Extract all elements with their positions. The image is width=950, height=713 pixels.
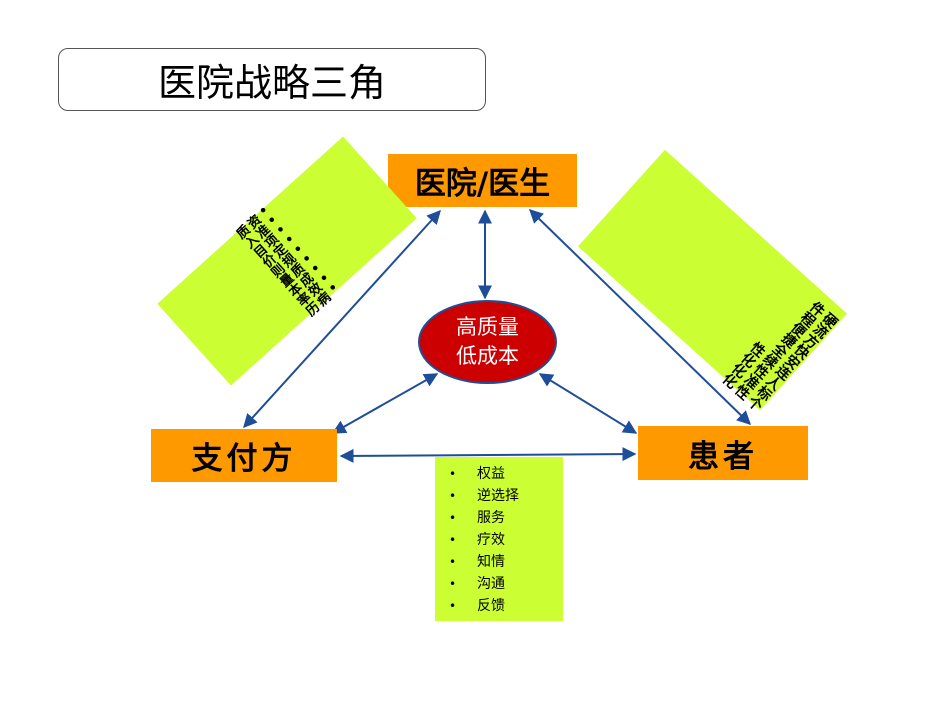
list-item-label: 知情: [477, 554, 505, 570]
list-item: • 疗效: [449, 529, 563, 551]
panel-payer-patient: • 权益 • 逆选择 • 服务 • 疗效 • 知情 • 沟通 • 反馈: [435, 457, 563, 621]
list-item-label: 反馈: [477, 598, 505, 614]
arrow-core-payer: [331, 373, 439, 434]
list-item-label: 沟通: [477, 576, 505, 592]
arrow-payer-patient: [339, 447, 637, 463]
arrow-hospital-patient: [528, 209, 752, 425]
bullet-icon: •: [449, 511, 457, 525]
bullet-icon: •: [449, 533, 457, 547]
list-item: • 反馈: [449, 595, 563, 617]
list-item-label: 逆选择: [477, 488, 519, 504]
core-line-1: 高质量: [456, 315, 519, 339]
list-item: • 逆选择: [449, 485, 563, 507]
node-patient: 患者: [638, 426, 808, 480]
bullet-icon: •: [449, 467, 457, 481]
bullet-icon: •: [449, 555, 457, 569]
list-item-label: 权益: [477, 466, 505, 482]
core-goal: 高质量 低成本: [418, 300, 557, 384]
list-item-label: 疗效: [477, 532, 505, 548]
list-item-label: 服务: [477, 510, 505, 526]
core-line-2: 低成本: [456, 344, 519, 368]
list-item: • 知情: [449, 551, 563, 573]
bullet-icon: •: [449, 489, 457, 503]
node-payer: 支付方: [151, 429, 337, 482]
arrow-core-patient: [538, 373, 638, 434]
list-item: • 权益: [449, 463, 563, 485]
node-hospital: 医院/医生: [388, 154, 577, 207]
list-item: • 服务: [449, 507, 563, 529]
list-item: • 沟通: [449, 573, 563, 595]
arrow-hospital-payer: [243, 209, 441, 429]
bullet-icon: •: [449, 577, 457, 591]
bullet-icon: •: [449, 599, 457, 613]
page-title: 医院战略三角: [58, 48, 486, 111]
